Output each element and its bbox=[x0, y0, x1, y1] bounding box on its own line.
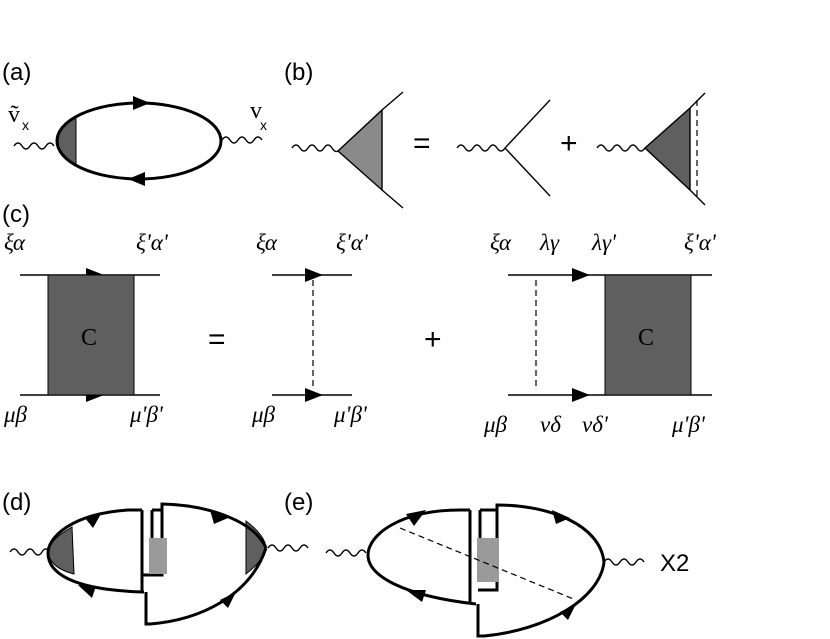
label-xi-alpha-left: ξα bbox=[4, 230, 26, 255]
photon-wavy-line-e-left bbox=[325, 549, 367, 557]
panel-a-label: (a) bbox=[2, 59, 31, 86]
arrow-bottom-right bbox=[572, 388, 590, 402]
equals-sign-b: = bbox=[413, 127, 431, 160]
panel-a: (a) ṽ x v x bbox=[2, 59, 267, 186]
panel-d-label: (d) bbox=[2, 489, 31, 516]
photon-wavy-line-b2 bbox=[456, 144, 506, 152]
vertex-box-c-left bbox=[47, 274, 135, 396]
panel-c-label: (c) bbox=[2, 201, 30, 228]
shaded-link-e bbox=[477, 538, 499, 582]
arrow-d-bottom-left bbox=[78, 585, 96, 598]
label-lambda-gamma-prime: λγ' bbox=[591, 230, 617, 255]
label-xi-alpha-right: ξα bbox=[490, 230, 512, 255]
label-xi-alpha-prime-left: ξ'α' bbox=[136, 230, 169, 255]
arrow-bottom-mid bbox=[305, 388, 323, 402]
label-mu-beta-mid: μβ bbox=[251, 402, 276, 427]
label-mu-beta-prime-mid: μ'β' bbox=[333, 402, 368, 427]
multiplier-label-e: X2 bbox=[660, 550, 689, 577]
arrow-top bbox=[133, 96, 150, 110]
label-mu-beta-prime-left: μ'β' bbox=[129, 402, 164, 427]
triangle-vertex-full bbox=[336, 108, 383, 192]
arrow-top-mid bbox=[305, 268, 323, 282]
arrow-d-top-left bbox=[85, 512, 102, 528]
panel-d: (d) bbox=[2, 489, 309, 626]
arrow-e-bottom-right bbox=[560, 604, 576, 620]
label-mu-beta-prime-right: μ'β' bbox=[671, 412, 706, 437]
arrow-d-top-right bbox=[210, 510, 228, 524]
arrow-e-bottom-left bbox=[406, 590, 426, 602]
panel-b-label: (b) bbox=[284, 59, 313, 86]
panel-e-label: (e) bbox=[284, 489, 313, 516]
box-label-c-right: C bbox=[638, 325, 654, 351]
equals-sign-c: = bbox=[208, 323, 226, 356]
panel-c: (c) ξα ξ'α' C μβ μ'β' = ξα ξ'α' μβ μ'β' … bbox=[2, 201, 717, 437]
label-nu-delta: νδ bbox=[540, 412, 561, 437]
label-xi-alpha-mid: ξα bbox=[256, 230, 278, 255]
plus-sign-b: + bbox=[560, 127, 578, 160]
fermion-loop-left-half-e bbox=[366, 508, 477, 606]
panel-a-left-symbol: ṽ bbox=[8, 102, 20, 128]
photon-wavy-line-left bbox=[13, 142, 55, 150]
interaction-dashed-line-e bbox=[399, 527, 577, 601]
photon-wavy-line-b1 bbox=[291, 144, 339, 153]
bare-vertex-leg-up bbox=[504, 99, 551, 149]
arrow-d-bottom-right bbox=[220, 592, 236, 608]
bare-vertex-leg-down bbox=[504, 147, 551, 197]
arrow-top-right bbox=[572, 268, 590, 282]
arrow-e-top-right bbox=[552, 510, 570, 524]
panel-a-right-symbol: v bbox=[250, 98, 262, 124]
box-label-c-left: C bbox=[81, 325, 97, 351]
vertex-box-c-right bbox=[604, 274, 692, 396]
label-xi-alpha-prime-mid: ξ'α' bbox=[336, 230, 369, 255]
arrow-e-top-left bbox=[406, 510, 426, 526]
cut-top-d bbox=[152, 502, 268, 549]
panel-a-left-sub: x bbox=[22, 117, 29, 133]
dressed-leg-down bbox=[689, 189, 706, 206]
photon-wavy-line-right bbox=[221, 136, 263, 144]
fermion-leg-up bbox=[381, 91, 404, 111]
panel-b: (b) = + bbox=[284, 59, 706, 209]
shaded-link-d bbox=[149, 538, 167, 574]
panel-e: (e) X2 bbox=[284, 489, 689, 638]
photon-wavy-line-e-right bbox=[603, 558, 645, 566]
triangle-vertex-dressed bbox=[643, 106, 691, 192]
fermion-loop bbox=[55, 101, 223, 181]
fermion-leg-down bbox=[381, 189, 404, 209]
label-mu-beta-right: μβ bbox=[483, 412, 508, 437]
label-lambda-gamma: λγ bbox=[539, 230, 560, 255]
plus-sign-c: + bbox=[424, 323, 442, 356]
label-nu-delta-prime: νδ' bbox=[582, 412, 609, 437]
panel-a-right-sub: x bbox=[260, 117, 267, 133]
label-xi-alpha-prime-right: ξ'α' bbox=[684, 230, 717, 255]
cut-connector-d bbox=[144, 547, 268, 626]
photon-wavy-line-d-right bbox=[267, 544, 309, 552]
arrow-bottom bbox=[128, 172, 145, 186]
label-mu-beta-left: μβ bbox=[3, 402, 28, 427]
photon-wavy-line-b3 bbox=[596, 144, 646, 152]
photon-wavy-line-d-left bbox=[9, 548, 49, 556]
